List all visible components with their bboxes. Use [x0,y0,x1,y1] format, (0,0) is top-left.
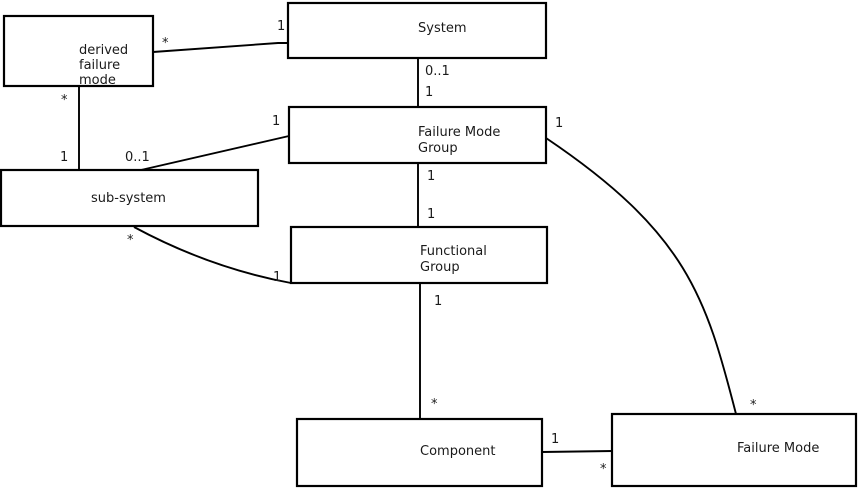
node-system-label: System [418,21,466,36]
node-failure-mode-box [610,412,858,488]
node-sub-system[interactable]: sub-system [0,168,260,228]
node-sub-system-label: sub-system [91,191,166,206]
node-functional-group-label-line2: Group [420,260,460,275]
multiplicity-label: * [162,36,169,51]
multiplicity-label: 1 [434,294,442,309]
multiplicity-label: 1 [277,19,285,34]
multiplicity-label: 1 [425,85,433,100]
node-component-label: Component [420,444,495,459]
node-functional-group-box [289,225,549,285]
node-system[interactable]: System [286,1,548,60]
node-failure-mode-group[interactable]: Failure Mode Group [287,105,548,165]
edge-layer [78,42,737,453]
node-component-box [295,417,544,488]
multiplicity-label: 1 [273,270,281,285]
multiplicity-label: 0..1 [425,64,450,79]
multiplicity-label: 1 [551,432,559,447]
node-sub-system-box [0,168,260,228]
edge-system-derived-failure-mode [152,42,289,53]
multiplicity-label: * [750,398,757,413]
multiplicity-label: * [431,397,438,412]
multiplicity-label: * [600,462,607,477]
edge-failure-mode-group-sub-system [140,135,290,171]
multiplicity-label: 0..1 [125,150,150,165]
multiplicity-label: 1 [555,116,563,131]
multiplicity-label: 1 [427,169,435,184]
node-failure-mode-group-box [287,105,548,165]
node-failure-mode-group-label-line2: Group [418,141,458,156]
edge-failure-mode-group-failure-mode [545,137,737,415]
node-derived-failure-mode-label-line3: mode [79,73,116,88]
node-functional-group-label-line1: Functional [420,244,487,259]
node-functional-group[interactable]: Functional Group [289,225,549,285]
node-derived-failure-mode-box [2,14,155,88]
multiplicity-label: * [127,233,134,248]
multiplicity-label: 1 [60,150,68,165]
node-component[interactable]: Component [295,417,544,488]
edge-sub-system-functional-group [133,226,292,284]
node-derived-failure-mode-label-line2: failure [79,58,120,73]
node-derived-failure-mode-label-line1: derived [79,43,128,58]
multiplicity-label: 1 [427,207,435,222]
multiplicity-label: * [61,93,68,108]
node-system-box [286,1,548,60]
edge-component-failure-mode [541,450,614,453]
node-failure-mode-label: Failure Mode [737,441,819,456]
node-derived-failure-mode[interactable]: derived failure mode [2,14,155,88]
node-failure-mode-group-label-line1: Failure Mode [418,125,500,140]
multiplicity-layer: 1 * * 1 1 0..1 0..1 1 1 1 * 1 1 * 1 * 1 … [60,19,757,477]
multiplicity-label: 1 [272,114,280,129]
node-failure-mode[interactable]: Failure Mode [610,412,858,488]
